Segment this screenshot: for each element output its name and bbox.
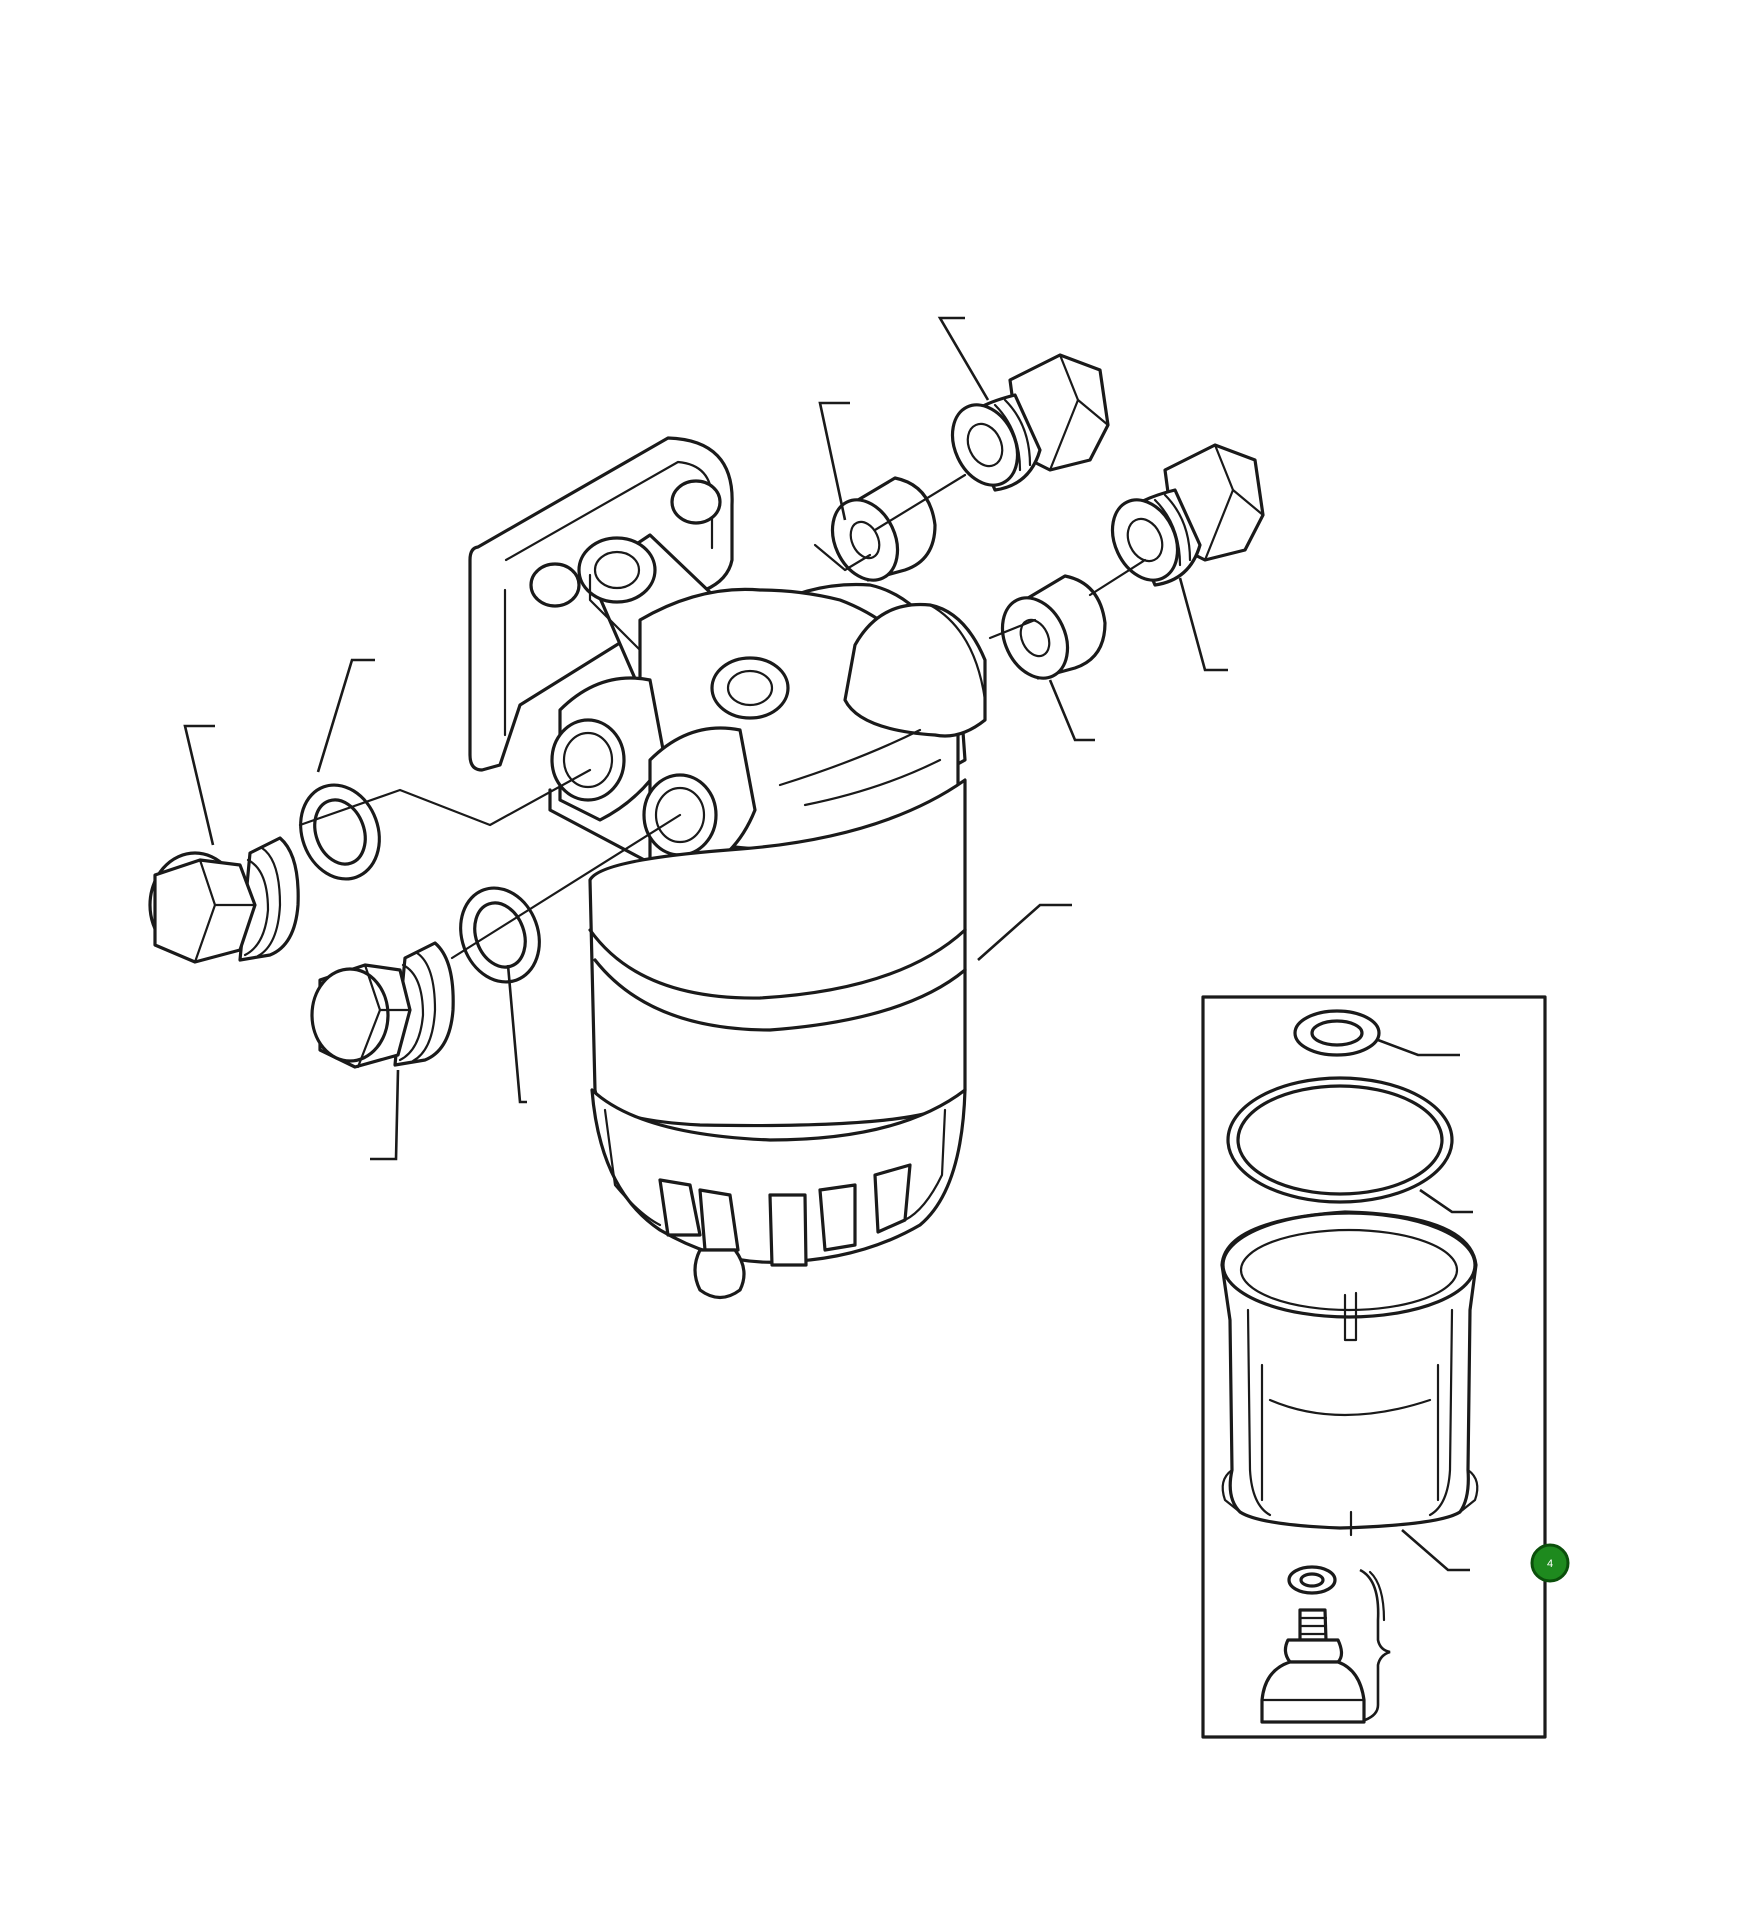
- assembly-axis-lines: [298, 473, 1147, 960]
- left-upper-washer[interactable]: [288, 774, 392, 890]
- left-lower-washer[interactable]: [448, 877, 552, 993]
- inset-small-washer[interactable]: [1293, 1009, 1381, 1057]
- inset-drain-plug[interactable]: [1260, 1608, 1366, 1724]
- left-upper-plug[interactable]: [148, 836, 300, 964]
- callout-badge[interactable]: 4: [1530, 1543, 1570, 1583]
- left-lower-plug[interactable]: [310, 941, 455, 1069]
- lower-right-banjo-bolt[interactable]: [1100, 443, 1265, 591]
- inset-large-o-ring[interactable]: [1226, 1076, 1454, 1204]
- upper-right-banjo-bolt[interactable]: [940, 353, 1110, 496]
- lower-right-sleeve[interactable]: [990, 574, 1107, 689]
- upper-right-sleeve[interactable]: [820, 476, 937, 591]
- leader-lines: [183, 316, 1228, 1161]
- inset-drain-washer[interactable]: [1287, 1565, 1337, 1595]
- filter-bowl: [588, 778, 967, 1300]
- callout-number: 4: [1547, 1558, 1553, 1570]
- detail-inset: [1201, 995, 1547, 1739]
- inset-filter-element[interactable]: [1220, 1210, 1479, 1537]
- filter-head: [548, 533, 987, 902]
